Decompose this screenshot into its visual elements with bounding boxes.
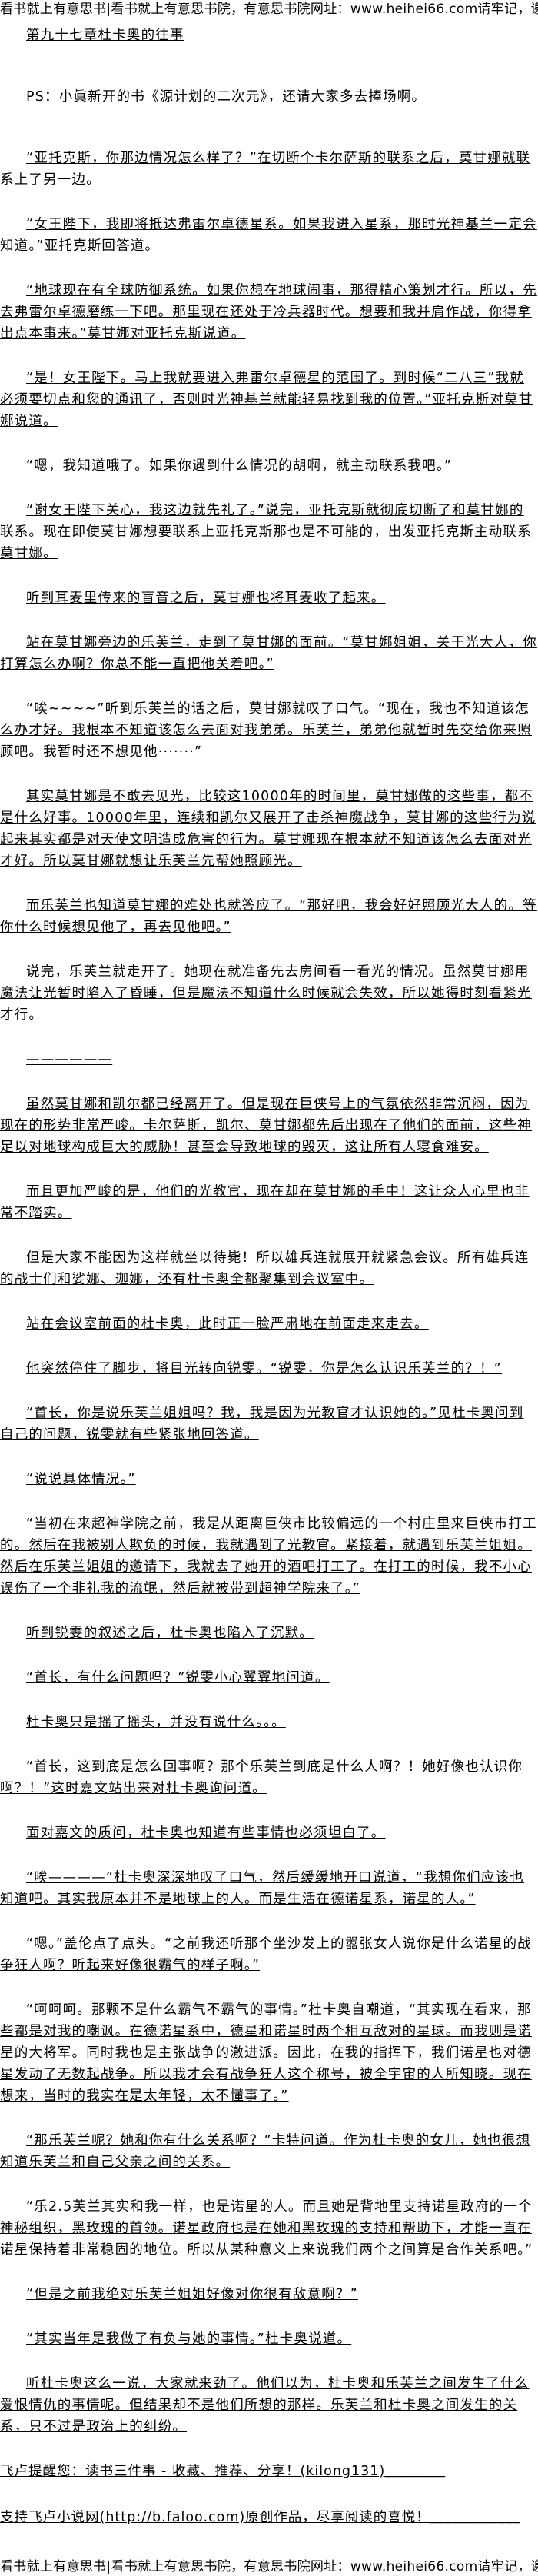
paragraph: “谢女王陛下关心，我这边就先礼了。”说完，亚托克斯就彻底切断了和莫甘娜的联系。现… <box>0 500 538 564</box>
chapter-title: 第九十七章杜卡奥的往事 <box>0 25 538 46</box>
paragraph: “唉~~~~”听到乐芙兰的话之后，莫甘娜就叹了口气。“现在，我也不知道该怎么办才… <box>0 698 538 763</box>
paragraph: 面对嘉文的质问，杜卡奥也知道有些事情也必须坦白了。 <box>0 1822 538 1844</box>
paragraph: “唉————”杜卡奥深深地叹了口气，然后缓缓地开口说道，“我想你们应该也知道吧。… <box>0 1867 538 1910</box>
paragraph-text: “首长，你是说乐芙兰姐姐吗？我，我是因为光教官才认识她的。”见杜卡奥问到自己的问… <box>0 1406 524 1443</box>
paragraph: 其实莫甘娜是不敢去见光，比较这10000年的时间里，莫甘娜做的这些事，都不是什么… <box>0 786 538 872</box>
paragraph-text: 其实莫甘娜是不敢去见光，比较这10000年的时间里，莫甘娜做的这些事，都不是什么… <box>0 789 536 869</box>
paragraph-text: 听到耳麦里传来的盲音之后，莫甘娜也将耳麦收了起来。 <box>26 591 386 606</box>
paragraph: 说完，乐芙兰就走开了。她现在就准备先去房间看一看光的情况。虽然莫甘娜用魔法让光暂… <box>0 961 538 1026</box>
paragraph-text: “女王陛下，我即将抵达弗雷尔卓德星系。如果我进入星系，那时光神基兰一定会知道。”… <box>0 217 537 254</box>
paragraph: 但是大家不能因为这样就坐以待毙！所以雄兵连就展开就紧急会议。所有雄兵连的战士们和… <box>0 1247 538 1290</box>
paragraph: “首长，这到底是怎么回事啊？那个乐芙兰到底是什么人啊？！她好像也认识你啊？！”这… <box>0 1756 538 1799</box>
paragraph-text: “唉~~~~”听到乐芙兰的话之后，莫甘娜就叹了口气。“现在，我也不知道该怎么办才… <box>0 701 532 760</box>
paragraph-text: 他突然停住了脚步，将目光转向锐雯。“锐雯，你是怎么认识乐芙兰的？！” <box>26 1361 502 1376</box>
paragraph-text: “首长，有什么问题吗？”锐雯小心翼翼地问道。 <box>26 1670 330 1686</box>
paragraph: “首长，你是说乐芙兰姐姐吗？我，我是因为光教官才认识她的。”见杜卡奥问到自己的问… <box>0 1403 538 1446</box>
paragraph-text: 而乐芙兰也知道莫甘娜的难处也就答应了。“那好吧，我会好好照顾光大人的。等你什么时… <box>0 898 537 935</box>
paragraph: —————— <box>0 1049 538 1070</box>
paragraph-text: 站在莫甘娜旁边的乐芙兰，走到了莫甘娜的面前。“莫甘娜姐姐，关于光大人，你打算怎么… <box>0 635 537 672</box>
paragraph-text: 虽然莫甘娜和凯尔都已经离开了。但是现在巨侠号上的气氛依然非常沉闷，因为现在的形势… <box>0 1097 532 1155</box>
paragraph: 他突然停住了脚步，将目光转向锐雯。“锐雯，你是怎么认识乐芙兰的？！” <box>0 1358 538 1380</box>
paragraph-list: “亚托克斯，你那边情况怎么样了？”在切断个卡尔萨斯的联系之后，莫甘娜就联系上了另… <box>0 148 538 2438</box>
paragraph-text: 听杜卡奥这么一说，大家就来劲了。他们以为，杜卡奥和乐芙兰之间发生了什么爱恨情仇的… <box>0 2376 530 2435</box>
paragraph: “其实当年是我做了有负与她的事情。”杜卡奥说道。 <box>0 2328 538 2350</box>
paragraph-text: “嗯，我知道哦了。如果你遇到什么情况的胡啊，就主动联系我吧。” <box>26 458 453 474</box>
paragraph-text: “谢女王陛下关心，我这边就先礼了。”说完，亚托克斯就彻底切断了和莫甘娜的联系。现… <box>0 503 532 561</box>
paragraph-text: “呵呵呵。那颗不是什么霸气不霸气的事情。”杜卡奥自嘲道，“其实现在看来，那些都是… <box>0 2002 532 2104</box>
paragraph-text: “地球现在有全球防御系统。如果你想在地球闹事，那得精心策划才行。所以，先去弗雷尔… <box>0 283 537 341</box>
ps-note-text: PS：小眞新开的书《源计划的二次元》，还请大家多去捧场啊。 <box>26 89 427 105</box>
paragraph: “那乐芙兰呢？她和你有什么关系啊？”卡特问道。作为杜卡奥的女儿，她也很想知道乐芙… <box>0 2130 538 2173</box>
faloo-support-link[interactable]: 支持飞卢小说网(http://b.faloo.com)原创作品，尽享阅读的喜悦！… <box>0 2510 520 2525</box>
paragraph: 听到耳麦里传来的盲音之后，莫甘娜也将耳麦收了起来。 <box>0 587 538 609</box>
paragraph: “当初在来超神学院之前，我是从距离巨侠市比较偏远的一个村庄里来巨侠市打工的。然后… <box>0 1513 538 1599</box>
paragraph: 而且更加严峻的是，他们的光教官，现在却在莫甘娜的手中！这让众人心里也非常不踏实。 <box>0 1181 538 1224</box>
paragraph: “地球现在有全球防御系统。如果你想在地球闹事，那得精心策划才行。所以，先去弗雷尔… <box>0 280 538 344</box>
paragraph-text: “亚托克斯，你那边情况怎么样了？”在切断个卡尔萨斯的联系之后，莫甘娜就联系上了另… <box>0 151 531 188</box>
paragraph-text: “嗯。”盖伦点了点头。“之前我还听那个坐沙发上的嚣张女人说你是什么诺星的战争狂人… <box>0 1936 532 1973</box>
paragraph: “嗯，我知道哦了。如果你遇到什么情况的胡啊，就主动联系我吧。” <box>0 455 538 477</box>
paragraph: 杜卡奥只是摇了摇头，并没有说什么。。。 <box>0 1712 538 1733</box>
paragraph-text: “但是之前我绝对乐芙兰姐姐好像对你很有敌意啊？” <box>26 2287 358 2302</box>
paragraph: “是！女王陛下。马上我就要进入弗雷尔卓德星的范围了。到时候“二八三”我就必须要切… <box>0 368 538 432</box>
paragraph-text: 但是大家不能因为这样就坐以待毙！所以雄兵连就展开就紧急会议。所有雄兵连的战士们和… <box>0 1250 530 1287</box>
paragraph-text: “唉————”杜卡奥深深地叹了口气，然后缓缓地开口说道，“我想你们应该也知道吧。… <box>0 1870 524 1907</box>
paragraph-text: “其实当年是我做了有负与她的事情。”杜卡奥说道。 <box>26 2331 352 2347</box>
paragraph: “嗯。”盖伦点了点头。“之前我还听那个坐沙发上的嚣张女人说你是什么诺星的战争狂人… <box>0 1933 538 1976</box>
paragraph: 而乐芙兰也知道莫甘娜的难处也就答应了。“那好吧，我会好好照顾光大人的。等你什么时… <box>0 895 538 938</box>
paragraph-text: 而且更加严峻的是，他们的光教官，现在却在莫甘娜的手中！这让众人心里也非常不踏实。 <box>0 1184 530 1221</box>
paragraph-text: “首长，这到底是怎么回事啊？那个乐芙兰到底是什么人啊？！她好像也认识你啊？！”这… <box>0 1759 523 1796</box>
faloo-reminder: 飞卢提醒您：读书三件事 - 收藏、推荐、分享！(kilong131)______… <box>0 2464 446 2479</box>
site-banner-bottom: 看书就上有意思书|看书就上有意思书院，有意思书院网址：www.heihei66.… <box>0 2559 538 2574</box>
paragraph: 站在会议室前面的杜卡奥，此时正一脸严肃地在前面走来走去。 <box>0 1313 538 1335</box>
paragraph-text: 面对嘉文的质问，杜卡奥也知道有些事情也必须坦白了。 <box>26 1825 386 1841</box>
paragraph: 听杜卡奥这么一说，大家就来劲了。他们以为，杜卡奥和乐芙兰之间发生了什么爱恨情仇的… <box>0 2373 538 2438</box>
paragraph-text: “说说具体情况。” <box>26 1472 136 1487</box>
paragraph: 听到锐雯的叙述之后，杜卡奥也陷入了沉默。 <box>0 1622 538 1644</box>
paragraph: “女王陛下，我即将抵达弗雷尔卓德星系。如果我进入星系，那时光神基兰一定会知道。”… <box>0 214 538 257</box>
paragraph-text: “那乐芙兰呢？她和你有什么关系啊？”卡特问道。作为杜卡奥的女儿，她也很想知道乐芙… <box>0 2133 531 2170</box>
paragraph: “说说具体情况。” <box>0 1469 538 1490</box>
paragraph-text: “当初在来超神学院之前，我是从距离巨侠市比较偏远的一个村庄里来巨侠市打工的。然后… <box>0 1516 537 1596</box>
chapter-title-text: 第九十七章杜卡奥的往事 <box>26 28 184 43</box>
paragraph: “亚托克斯，你那边情况怎么样了？”在切断个卡尔萨斯的联系之后，莫甘娜就联系上了另… <box>0 148 538 191</box>
paragraph-text: “是！女王陛下。马上我就要进入弗雷尔卓德星的范围了。到时候“二八三”我就必须要切… <box>0 371 533 429</box>
site-banner-top: 看书就上有意思书|看书就上有意思书院，有意思书院网址：www.heihei66.… <box>0 2 538 17</box>
paragraph-text: 杜卡奥只是摇了摇头，并没有说什么。。。 <box>26 1715 286 1730</box>
paragraph: 站在莫甘娜旁边的乐芙兰，走到了莫甘娜的面前。“莫甘娜姐姐，关于光大人，你打算怎么… <box>0 632 538 675</box>
paragraph: 虽然莫甘娜和凯尔都已经离开了。但是现在巨侠号上的气氛依然非常沉闷，因为现在的形势… <box>0 1093 538 1158</box>
paragraph-text: “乐2.5芙兰其实和我一样，也是诺星的人。而且她是背地里支持诺星政府的一个神秘组… <box>0 2199 533 2258</box>
ps-note: PS：小眞新开的书《源计划的二次元》，还请大家多去捧场啊。 <box>0 86 538 108</box>
paragraph-text: 听到锐雯的叙述之后，杜卡奥也陷入了沉默。 <box>26 1626 314 1641</box>
paragraph-text: 说完，乐芙兰就走开了。她现在就准备先去房间看一看光的情况。虽然莫甘娜用魔法让光暂… <box>0 964 532 1023</box>
paragraph: “呵呵呵。那颗不是什么霸气不霸气的事情。”杜卡奥自嘲道，“其实现在看来，那些都是… <box>0 1999 538 2107</box>
paragraph: “首长，有什么问题吗？”锐雯小心翼翼地问道。 <box>0 1667 538 1689</box>
paragraph: “乐2.5芙兰其实和我一样，也是诺星的人。而且她是背地里支持诺星政府的一个神秘组… <box>0 2196 538 2261</box>
paragraph: “但是之前我绝对乐芙兰姐姐好像对你很有敌意啊？” <box>0 2284 538 2305</box>
chapter-content: 第九十七章杜卡奥的往事 PS：小眞新开的书《源计划的二次元》，还请大家多去捧场啊… <box>0 25 538 2553</box>
paragraph-text: —————— <box>26 1052 113 1067</box>
paragraph-text: 站在会议室前面的杜卡奥，此时正一脸严肃地在前面走来走去。 <box>26 1316 429 1332</box>
